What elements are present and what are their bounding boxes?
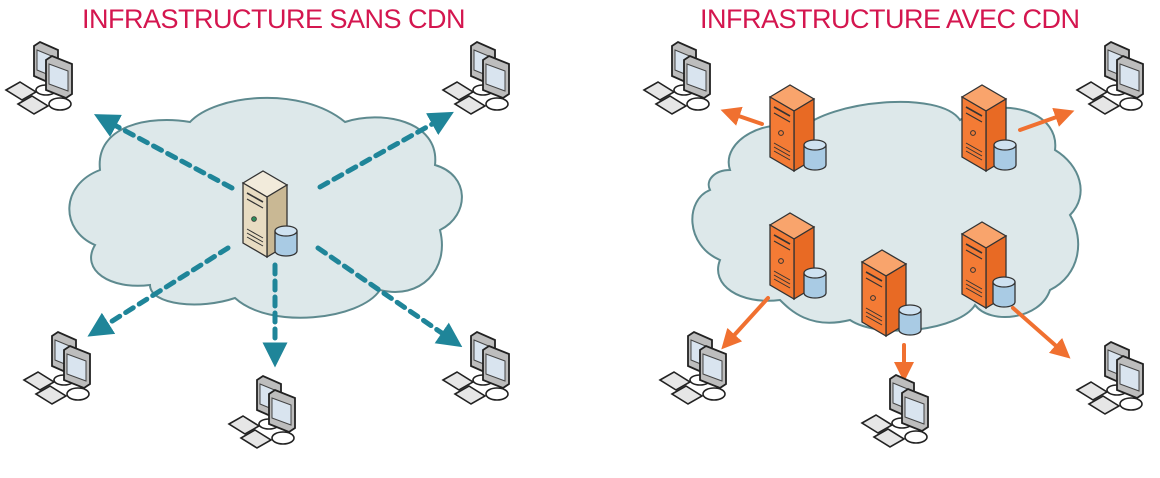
connection-edge-to-client-bottom-left	[721, 296, 770, 350]
client-bottom-left	[23, 331, 91, 405]
client-bottom-center	[228, 375, 296, 449]
title-without-cdn: INFRASTRUCTURE SANS CDN	[82, 4, 466, 34]
client-top-right	[1076, 41, 1144, 115]
client-bottom-right	[442, 331, 510, 405]
connection-edge-to-client-bottom-right	[1011, 306, 1071, 359]
client-top-left	[5, 41, 73, 115]
title-with-cdn: INFRASTRUCTURE AVEC CDN	[700, 4, 1080, 34]
connection-edge-to-client-top-right	[1018, 107, 1075, 132]
client-bottom-right	[1076, 341, 1144, 415]
client-top-right	[442, 41, 510, 115]
connections-right	[720, 106, 1075, 382]
connection-to-client-top-left	[93, 114, 235, 191]
client-bottom-center	[861, 374, 929, 448]
left-panel	[5, 41, 510, 449]
connections-left	[87, 111, 463, 368]
connection-to-client-bottom-right	[315, 245, 463, 348]
connection-edge-to-client-top-left	[720, 106, 764, 126]
client-top-left	[643, 41, 711, 115]
connection-to-client-bottom-left	[87, 245, 231, 337]
connection-to-client-top-right	[317, 111, 454, 190]
right-panel	[643, 41, 1144, 448]
client-bottom-left	[659, 331, 727, 405]
